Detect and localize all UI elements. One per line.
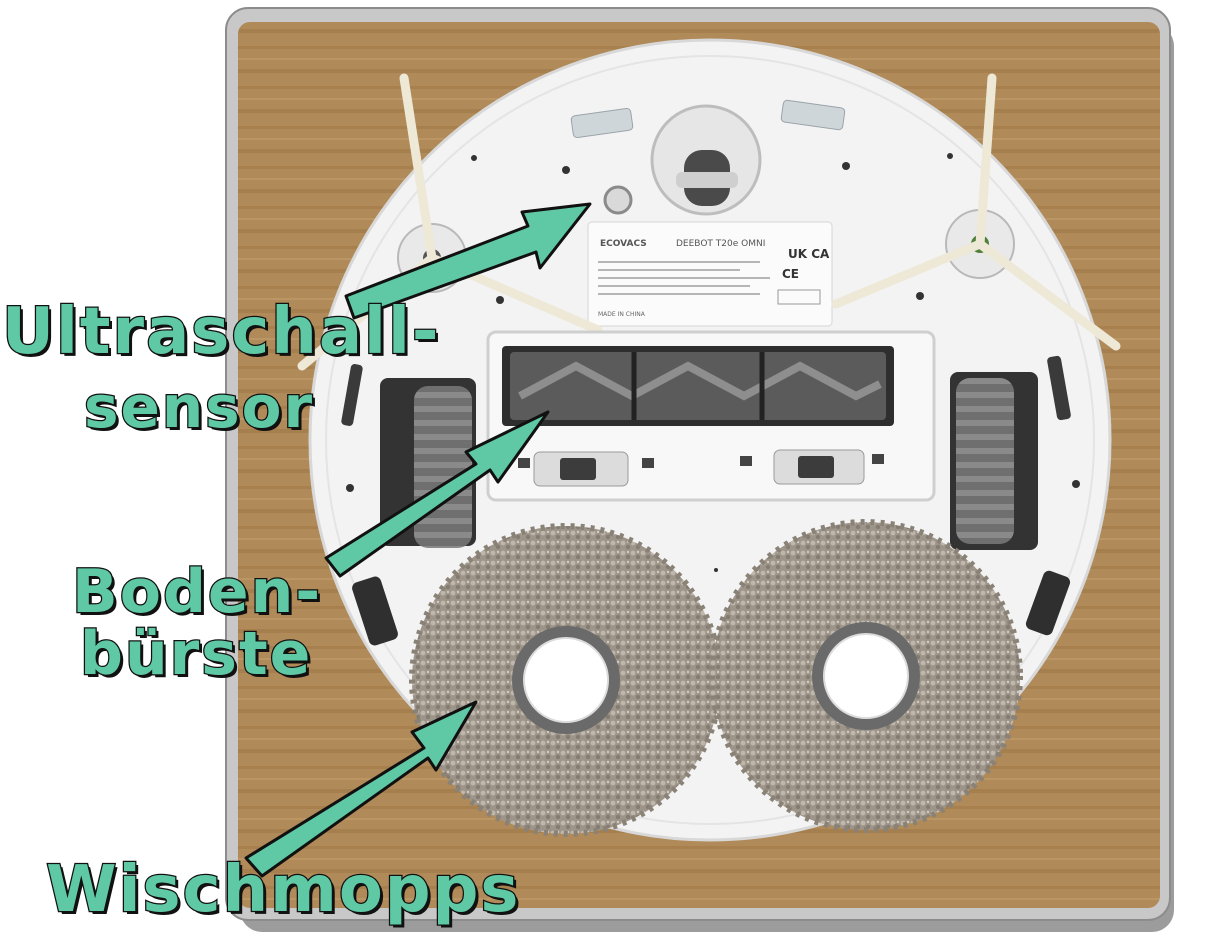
label-made-in: MADE IN CHINA	[598, 311, 646, 318]
device-label: ECOVACS DEEBOT T20e OMNI UK CA CE MADE I…	[587, 221, 833, 327]
side-brush-right	[831, 73, 1121, 351]
main-brush-housing	[486, 330, 936, 502]
arrow-mops	[244, 700, 478, 878]
arrow-ultrasonic	[344, 202, 592, 320]
callout-brush-line2: bürste	[79, 619, 313, 689]
robot-underside: ECOVACS DEEBOT T20e OMNI UK CA CE MADE I…	[297, 38, 1121, 842]
label-brand: ECOVACS	[600, 239, 647, 249]
callout-ultrasonic-line2: sensor	[83, 373, 315, 441]
main-brush-roller	[510, 352, 886, 420]
mop-pad-right	[709, 519, 1023, 833]
drive-wheel-left	[380, 378, 476, 548]
mop-pad-left	[409, 523, 723, 837]
arrow-main-brush	[324, 410, 550, 578]
callout-mops: Wischmopps	[45, 853, 521, 927]
label-model: DEEBOT T20e OMNI	[676, 239, 765, 249]
caster-wheel	[650, 104, 762, 216]
drive-wheel-right	[950, 372, 1038, 550]
callout-ultrasonic-line1: Ultraschall-	[1, 295, 441, 369]
callout-brush-line1: Boden-	[71, 557, 323, 627]
label-ce: CE	[782, 267, 799, 281]
label-ukca: UK CA	[788, 247, 830, 261]
ultrasonic-sensor	[603, 185, 633, 215]
